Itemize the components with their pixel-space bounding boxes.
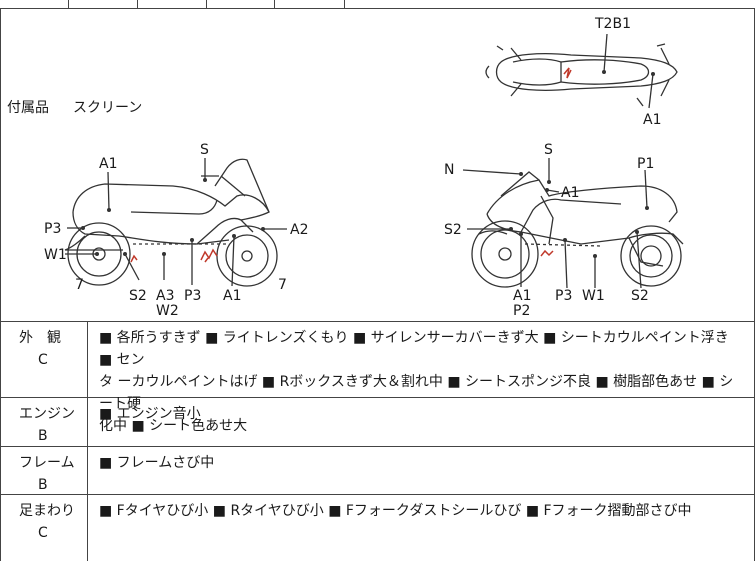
label-s2: S2: [444, 222, 462, 238]
damage-mark: [563, 67, 572, 79]
label-w1: W1: [582, 288, 605, 304]
section-notes: ■ フレームさび中: [99, 452, 744, 474]
header-cell: [274, 0, 275, 8]
section-grade: C: [38, 352, 48, 368]
header-cell: [68, 0, 69, 8]
label-p3: P3: [555, 288, 572, 304]
header-row-remnant: [0, 0, 755, 9]
label-7: 7: [278, 277, 287, 293]
header-cell: [137, 0, 138, 8]
label-s: S: [200, 142, 209, 158]
section-grade: C: [38, 525, 48, 541]
section-grade: B: [38, 477, 48, 493]
label-a1: A1: [99, 156, 117, 172]
label-s2: S2: [631, 288, 649, 304]
label-a2: A2: [290, 222, 308, 238]
scooter-top-view: [485, 43, 678, 107]
section-label-cell: エンジン B: [1, 398, 88, 446]
notes-line: ■ 各所うすきず ■ ライトレンズくもり ■ サイレンサーカバーきず大 ■ シー…: [99, 330, 729, 368]
section-notes: ■ Fタイヤひび小 ■ Rタイヤひび小 ■ Fフォークダストシールひび ■ Fフ…: [99, 500, 744, 522]
section-engine: エンジン B ■ エンジン音小: [0, 398, 755, 447]
notes-line: 化中 ■ シート色あせ大: [99, 418, 248, 434]
label-a1: A1: [223, 288, 241, 304]
damage-mark: [540, 249, 554, 257]
accessories-value: スクリーン: [73, 100, 143, 116]
label-a1: A1: [561, 185, 579, 201]
section-frame: フレーム B ■ フレームさび中: [0, 447, 755, 495]
section-label-cell: 外 観 C: [1, 322, 88, 397]
notes-line: ■ フレームさび中: [99, 455, 215, 471]
damage-mark: [200, 248, 218, 263]
label-n: N: [444, 162, 454, 178]
header-cell: [344, 0, 345, 8]
label-s: S: [544, 142, 553, 158]
label-w2: W2: [156, 303, 179, 319]
section-appearance: 外 観 C ■ 各所うすきず ■ ライトレンズくもり ■ サイレンサーカバーきず…: [0, 322, 755, 434]
leader-line: [603, 33, 608, 73]
section-label-cell: 足まわり C: [1, 495, 88, 561]
notes-line: ■ エンジン音小: [99, 406, 201, 422]
label-p3: P3: [184, 288, 201, 304]
section-category: 外 観: [19, 330, 61, 346]
header-cell: [206, 0, 207, 8]
scooter-left-side-view: [64, 158, 278, 287]
label-t2b1: T2B1: [594, 16, 631, 32]
notes-line: ■ Fタイヤひび小 ■ Rタイヤひび小 ■ Fフォークダストシールひび ■ Fフ…: [99, 503, 692, 519]
section-notes: ■ 各所うすきず ■ ライトレンズくもり ■ サイレンサーカバーきず大 ■ シー…: [99, 327, 744, 437]
section-grade: B: [38, 428, 48, 444]
label-p3: P3: [44, 221, 61, 237]
section-category: エンジン: [19, 406, 75, 422]
label-w1: W1: [44, 247, 67, 263]
label-a1: A1: [513, 288, 531, 304]
accessories-label: 付属品: [7, 100, 49, 116]
section-category: フレーム: [19, 455, 75, 471]
label-7: 7: [75, 277, 84, 293]
damage-diagram-area: 付属品 スクリーン: [0, 8, 755, 322]
label-s2: S2: [129, 288, 147, 304]
label-p2: P2: [513, 303, 530, 319]
label-a1: A1: [643, 112, 661, 128]
label-p1: P1: [637, 156, 654, 172]
damage-mark: [130, 254, 138, 263]
leader-dots: [81, 70, 655, 258]
label-a3: A3: [156, 288, 174, 304]
notes-line: タ ーカウルペイントはげ ■ Rボックスきず大＆割れ中 ■ シートスポンジ不良 …: [99, 374, 734, 412]
scooter-right-side-view: [471, 171, 684, 288]
section-notes: ■ エンジン音小: [99, 403, 744, 425]
scooter-diagrams: T2B1 A1 S A1 P3 W1 A2 7 S2 A3 W2 P3 A1 7…: [44, 16, 684, 319]
section-suspension: 足まわり C ■ Fタイヤひび小 ■ Rタイヤひび小 ■ Fフォークダストシール…: [0, 495, 755, 561]
section-category: 足まわり: [19, 503, 75, 519]
section-label-cell: フレーム B: [1, 447, 88, 494]
leader-line: [648, 73, 654, 109]
